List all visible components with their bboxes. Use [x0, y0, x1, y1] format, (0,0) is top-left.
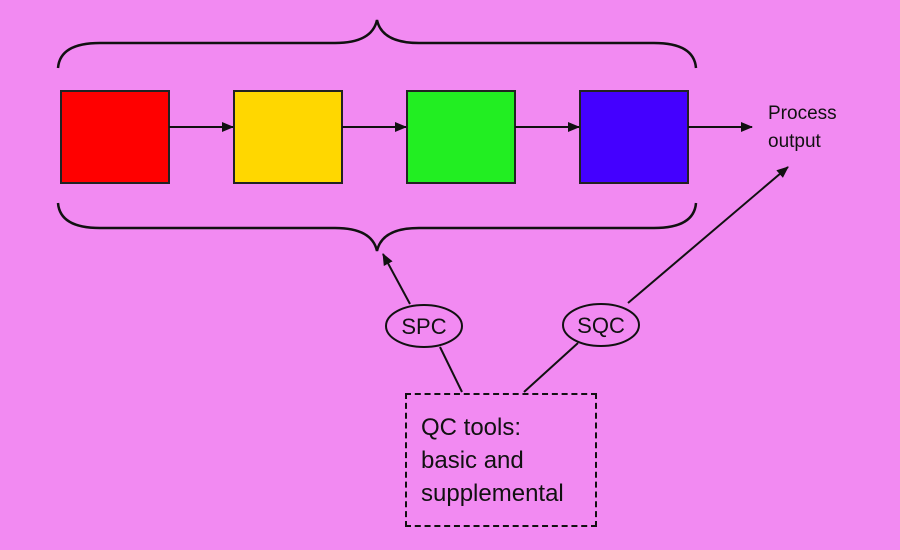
- top-brace: [56, 19, 698, 69]
- qc-tools-line-3: supplemental: [421, 480, 564, 507]
- process-step-3: [406, 90, 516, 184]
- sqc-to-output-arrow: [627, 166, 789, 304]
- qc-tools-line-2: basic and: [421, 447, 524, 474]
- process-step-2: [233, 90, 343, 184]
- qc-tools-line-1: QC tools:: [421, 414, 522, 441]
- tools-to-spc-line: [439, 346, 463, 393]
- process-output-line-2: output: [768, 131, 821, 152]
- bottom-brace: [56, 202, 698, 252]
- spc-label: SPC: [401, 314, 446, 339]
- tools-to-sqc-line: [523, 342, 579, 393]
- qc-tools-text: QC tools: basic and supplemental: [421, 411, 564, 510]
- sqc-label: SQC: [577, 313, 625, 338]
- qc-tools-box: QC tools: basic and supplemental: [405, 393, 597, 527]
- sqc-bubble: SQC: [562, 303, 640, 347]
- process-step-4: [579, 90, 689, 184]
- process-output-line-1: Process: [768, 103, 837, 124]
- spc-bubble: SPC: [385, 304, 463, 348]
- process-output-label: Process output: [768, 100, 878, 156]
- process-step-1: [60, 90, 170, 184]
- spc-to-brace-arrow: [382, 253, 411, 305]
